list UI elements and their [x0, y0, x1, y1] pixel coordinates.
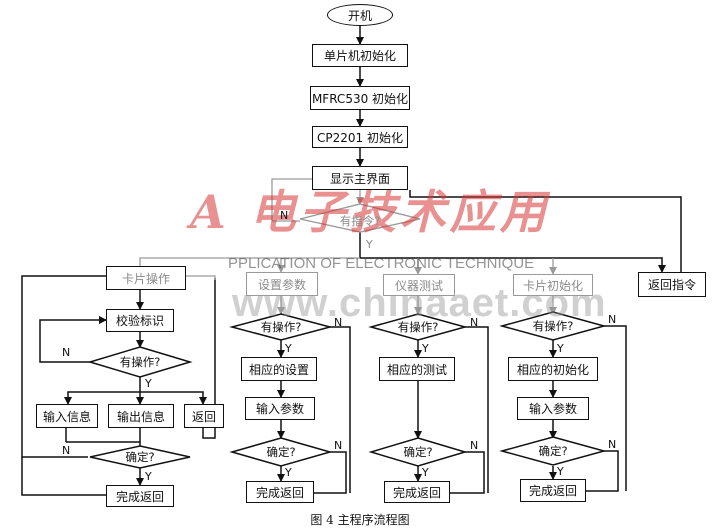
- watermark-logo: A 电子技术应用: [190, 185, 550, 239]
- yes-label: Y: [285, 342, 292, 355]
- has-op-decision-3: 有操作?: [397, 320, 439, 334]
- mfrc530-init-box: MFRC530 初始化: [310, 86, 410, 110]
- yes-label: Y: [422, 342, 429, 355]
- has-command-decision: 有指令?: [339, 214, 381, 228]
- corr-set-box: 相应的设置: [241, 357, 317, 381]
- watermark-english: PPLICATION OF ELECTRONIC TECHNIQUE: [228, 255, 535, 272]
- yes-label: Y: [285, 466, 292, 479]
- confirm-decision-4: 确定?: [538, 444, 568, 458]
- card-op-box: 卡片操作: [106, 266, 186, 290]
- no-label: N: [62, 346, 71, 359]
- no-label: N: [608, 438, 617, 451]
- output-info-box: 输出信息: [108, 404, 174, 428]
- no-label: N: [470, 316, 479, 329]
- no-label: N: [334, 316, 343, 329]
- done-return-4: 完成返回: [520, 479, 586, 502]
- has-op-decision-2: 有操作?: [260, 320, 302, 334]
- card-op-label: 卡片操作: [121, 271, 170, 286]
- input-info-box: 输入信息: [36, 404, 98, 428]
- corr-init-box: 相应的初始化: [508, 357, 598, 381]
- verify-id-box: 校验标识: [106, 309, 174, 332]
- confirm-decision-1: 确定?: [125, 450, 155, 464]
- return-cmd-box: 返回指令: [638, 272, 706, 297]
- figure-caption: 图 4 主程序流程图: [310, 513, 410, 527]
- main-ui-box: 显示主界面: [312, 166, 408, 190]
- has-op-decision-1: 有操作?: [119, 355, 161, 369]
- no-label: N: [62, 444, 71, 457]
- no-label: N: [280, 209, 289, 222]
- has-op-decision-4: 有操作?: [532, 319, 574, 333]
- input-param-box-2: 输入参数: [245, 397, 315, 420]
- yes-label: Y: [557, 342, 564, 355]
- yes-label: Y: [145, 470, 152, 483]
- confirm-decision-2: 确定?: [266, 445, 296, 459]
- done-return-2: 完成返回: [246, 481, 314, 503]
- mcu-init-box: 单片机初始化: [312, 44, 408, 67]
- no-label: N: [470, 439, 479, 452]
- yes-label: Y: [557, 465, 564, 478]
- set-param-box: 设置参数: [246, 272, 318, 296]
- yes-label: Y: [366, 238, 373, 251]
- done-return-1: 完成返回: [106, 485, 174, 507]
- done-return-3: 完成返回: [384, 481, 450, 503]
- no-label: N: [334, 439, 343, 452]
- no-label: N: [608, 313, 617, 326]
- start-node: 开机: [327, 4, 393, 26]
- cp2201-init-box: CP2201 初始化: [312, 126, 408, 148]
- yes-label: Y: [145, 377, 152, 390]
- return-box: 返回: [184, 404, 224, 428]
- yes-label: Y: [422, 466, 429, 479]
- input-param-box-4: 输入参数: [517, 397, 589, 420]
- card-init-box: 卡片初始化: [513, 274, 593, 296]
- instr-test-box: 仪器测试: [383, 274, 455, 296]
- confirm-decision-3: 确定?: [403, 445, 433, 459]
- corr-test-box: 相应的测试: [379, 357, 455, 381]
